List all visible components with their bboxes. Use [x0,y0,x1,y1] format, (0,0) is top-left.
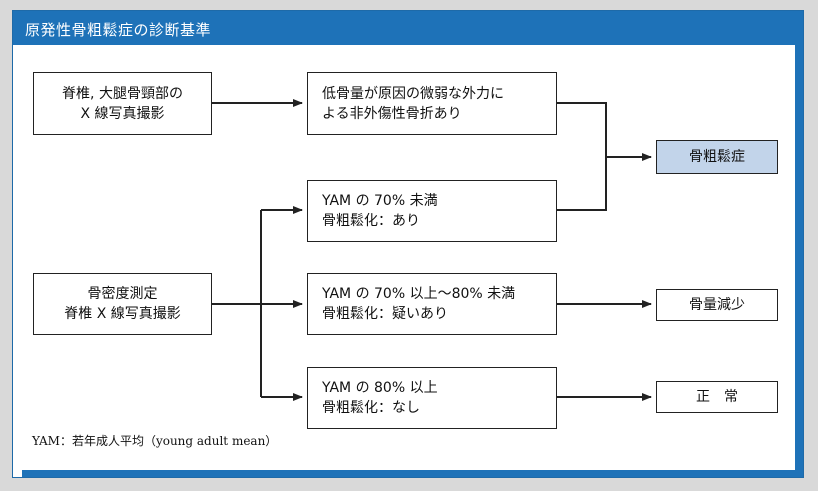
box-yam-70-80: YAM の 70% 以上〜80% 未満 骨粗鬆化：疑いあり [307,273,557,335]
box-spine-xray: 脊椎, 大腿骨頸部の X 線写真撮影 [33,72,212,135]
result-label: 骨量減少 [689,297,745,313]
diagram-title: 原発性骨粗鬆症の診断基準 [25,21,212,39]
result-osteopenia: 骨量減少 [656,289,778,321]
box-line: 脊椎 X 線写真撮影 [64,306,181,322]
connector-fracture-merge [557,102,607,157]
box-line: 低骨量が原因の微弱な外力に [322,85,504,102]
box-fragility-fracture: 低骨量が原因の微弱な外力に よる非外傷性骨折あり [307,72,557,135]
connector-yam70-merge [557,157,607,211]
frame-right-edge [795,44,803,477]
box-line: 骨密度測定 [87,286,158,302]
box-line: YAM の 70% 未満 [322,193,438,209]
frame-bottom-edge [22,470,803,477]
box-line: 骨粗鬆化：なし [322,400,420,416]
result-osteoporosis: 骨粗鬆症 [656,140,778,174]
box-line: X 線写真撮影 [80,105,165,122]
box-line: 骨粗鬆化：疑いあり [322,306,448,322]
result-label: 骨粗鬆症 [689,149,745,165]
box-line: よる非外傷性骨折あり [322,105,462,122]
header-bar: 原発性骨粗鬆症の診断基準 [13,11,803,45]
footnote: YAM：若年成人平均（young adult mean） [32,434,278,448]
box-bone-density: 骨密度測定 脊椎 X 線写真撮影 [33,273,212,335]
box-yam-over-80: YAM の 80% 以上 骨粗鬆化：なし [307,367,557,429]
result-label: 正 常 [696,389,738,405]
box-yam-under-70: YAM の 70% 未満 骨粗鬆化：あり [307,180,557,242]
box-line: 骨粗鬆化：あり [322,213,420,229]
box-line: 脊椎, 大腿骨頸部の [62,85,183,102]
box-line: YAM の 70% 以上〜80% 未満 [322,286,516,302]
box-line: YAM の 80% 以上 [322,380,438,396]
result-normal: 正 常 [656,381,778,413]
